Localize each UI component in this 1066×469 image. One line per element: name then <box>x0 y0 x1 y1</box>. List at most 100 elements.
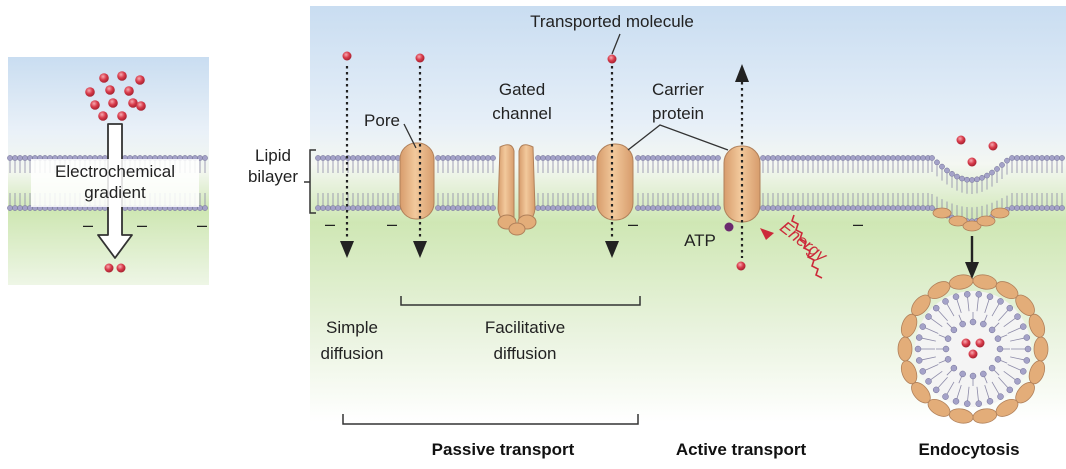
lipid-head <box>915 357 923 364</box>
lipid-head <box>690 155 696 161</box>
molecule-icon <box>85 87 95 97</box>
minus-sign: – <box>853 214 863 234</box>
lipid-head <box>365 205 371 211</box>
lipid-head <box>585 205 591 211</box>
lipid-head <box>1024 205 1030 211</box>
lipid-tail <box>930 318 943 327</box>
lipid-head <box>944 167 950 174</box>
lipid-head <box>350 205 356 211</box>
lipid-head <box>905 155 911 161</box>
lipid-head <box>380 155 386 161</box>
lipid-tail <box>1000 334 1008 338</box>
lipid-head <box>880 205 886 211</box>
lipid-head <box>895 205 901 211</box>
lipid-head <box>815 205 821 211</box>
lipid-head <box>715 155 721 161</box>
lipid-head <box>1019 368 1027 375</box>
lipid-head <box>959 320 966 328</box>
lipid-head <box>959 175 965 182</box>
molecule-icon <box>117 71 127 81</box>
lipid-head <box>550 205 556 211</box>
lipid-head <box>202 155 208 161</box>
lipid-head <box>952 293 960 300</box>
lipid-head <box>944 335 952 342</box>
lipid-head <box>640 155 646 161</box>
lipid-head <box>919 323 927 330</box>
lipid-head <box>885 155 891 161</box>
lipid-head <box>1014 378 1021 385</box>
lipid-tail <box>937 310 948 322</box>
lipid-head <box>800 205 806 211</box>
lipid-head <box>775 155 781 161</box>
lipid-head <box>860 155 866 161</box>
lipid-head <box>710 205 716 211</box>
lipid-head <box>954 173 960 180</box>
molecule-icon <box>116 263 126 273</box>
lipid-head <box>810 205 816 211</box>
lipid-head <box>942 298 949 305</box>
lipid-head <box>984 172 990 179</box>
lipid-tail <box>946 381 955 395</box>
passive-transport-label: Passive transport <box>432 440 575 459</box>
simple-label: Simple <box>326 318 378 337</box>
lipid-head <box>1024 155 1030 161</box>
gated-channel-protein <box>497 144 537 236</box>
lipid-head <box>335 205 341 211</box>
minus-sign: – <box>387 214 397 234</box>
lipid-head <box>986 398 994 405</box>
lipid-head <box>785 155 791 161</box>
coat-protein <box>976 215 996 227</box>
carrier-leader-lines <box>627 124 729 151</box>
lipid-tail <box>1003 371 1016 380</box>
lipid-head <box>670 205 676 211</box>
lipid-head <box>1006 386 1014 394</box>
lipid-head <box>820 155 826 161</box>
lipid-head <box>790 155 796 161</box>
lipid-head <box>1009 205 1015 211</box>
lipid-label: Lipid <box>255 146 291 165</box>
lipid-tail <box>956 299 962 313</box>
lipid-tail <box>938 360 946 364</box>
lipid-head <box>800 155 806 161</box>
lipid-head <box>435 205 441 211</box>
lipid-tail <box>967 386 970 401</box>
lipid-head <box>360 205 366 211</box>
lipid-head <box>1034 155 1040 161</box>
lipid-head <box>440 205 446 211</box>
lipid-head <box>665 155 671 161</box>
lipid-head <box>490 205 496 211</box>
arrow-head-icon <box>340 241 354 258</box>
minus-sign: – <box>197 215 207 235</box>
lipid-head <box>315 155 321 161</box>
lipid-head <box>320 205 326 211</box>
lipid-head <box>705 155 711 161</box>
lipid-head <box>700 205 706 211</box>
lipid-tail <box>984 314 988 322</box>
lipid-head <box>475 155 481 161</box>
energy-wavy-arrow <box>791 214 823 279</box>
lipid-head <box>1023 334 1031 341</box>
lipid-head <box>575 155 581 161</box>
transported-molecule-label: Transported molecule <box>530 12 694 31</box>
molecule-icon <box>90 100 100 110</box>
lipid-head <box>952 398 960 405</box>
lipid-tail <box>991 303 1000 317</box>
lipid-tail <box>1007 327 1021 334</box>
lipid-head <box>535 205 541 211</box>
lipid-tail <box>991 381 1000 395</box>
lipid-head <box>885 205 891 211</box>
lipid-head <box>875 205 881 211</box>
lipid-head <box>360 155 366 161</box>
lipid-head <box>470 155 476 161</box>
lipid-head <box>929 205 935 211</box>
lipid-tail <box>976 386 979 401</box>
lipid-head <box>335 155 341 161</box>
molecule-icon <box>607 54 617 64</box>
lipid-head <box>975 291 982 298</box>
lipid-head <box>645 155 651 161</box>
lipid-head <box>455 205 461 211</box>
lipid-head <box>695 205 701 211</box>
lipid-head <box>390 155 396 161</box>
minus-sign: – <box>628 214 638 234</box>
lipid-head <box>850 205 856 211</box>
